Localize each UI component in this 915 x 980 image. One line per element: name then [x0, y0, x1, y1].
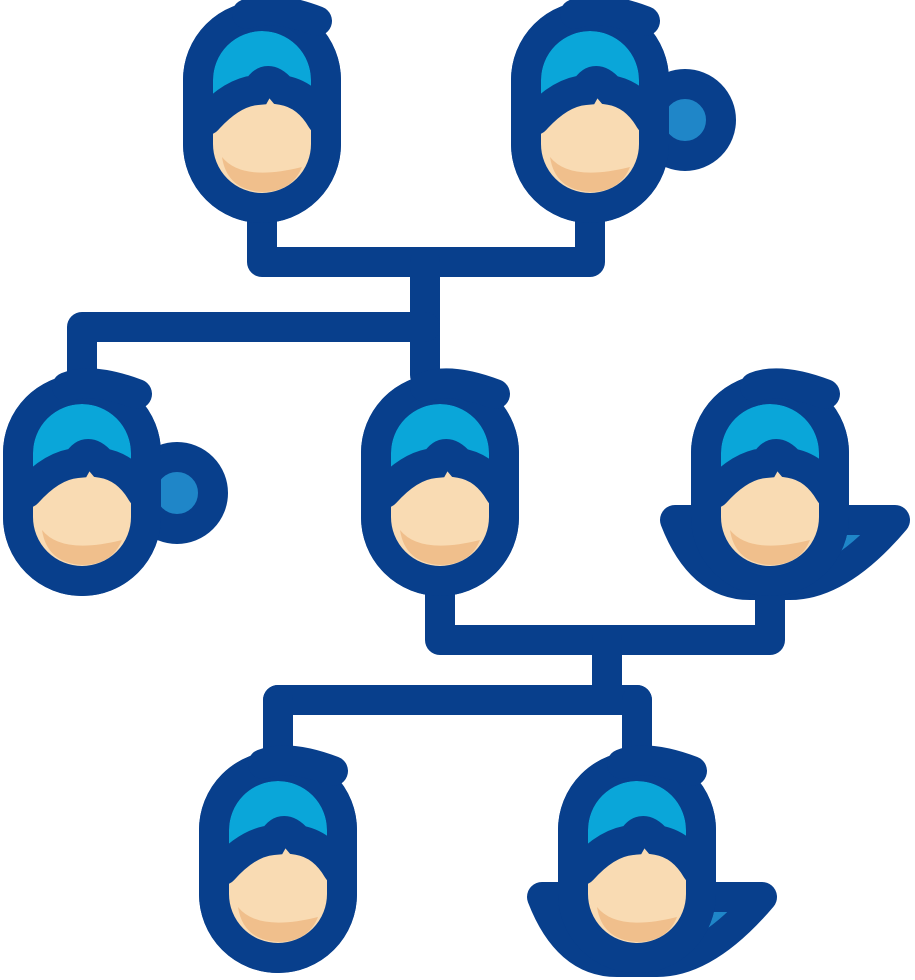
- hairline: [208, 816, 353, 885]
- hairline: [567, 816, 712, 885]
- person-grandmother: [511, 0, 736, 223]
- face-shade: [597, 907, 677, 942]
- hair-tuft: [410, 368, 510, 409]
- hair-tuft: [607, 745, 707, 786]
- connector-line: [67, 312, 440, 400]
- hair-tuft: [232, 0, 332, 36]
- person-daughter: [527, 745, 777, 977]
- hairline: [12, 439, 157, 508]
- people-group: [3, 0, 910, 977]
- face-shade: [730, 530, 810, 565]
- person-mother: [660, 368, 910, 600]
- hairline: [192, 66, 337, 135]
- face-shade: [42, 530, 122, 565]
- hair-tuft: [560, 0, 660, 36]
- hair-tuft: [52, 368, 152, 409]
- hairline: [700, 439, 845, 508]
- face-shade: [550, 157, 630, 192]
- face-shade: [238, 907, 318, 942]
- person-grandfather: [183, 0, 341, 223]
- face-shade: [222, 157, 302, 192]
- hairline: [370, 439, 515, 508]
- tree-connectors: [67, 200, 785, 775]
- person-father: [361, 368, 519, 596]
- hairline: [520, 66, 665, 135]
- person-son: [199, 745, 357, 973]
- person-aunt: [3, 368, 228, 596]
- hair-tuft: [248, 745, 348, 786]
- hair-tuft: [740, 368, 840, 409]
- face-shade: [400, 530, 480, 565]
